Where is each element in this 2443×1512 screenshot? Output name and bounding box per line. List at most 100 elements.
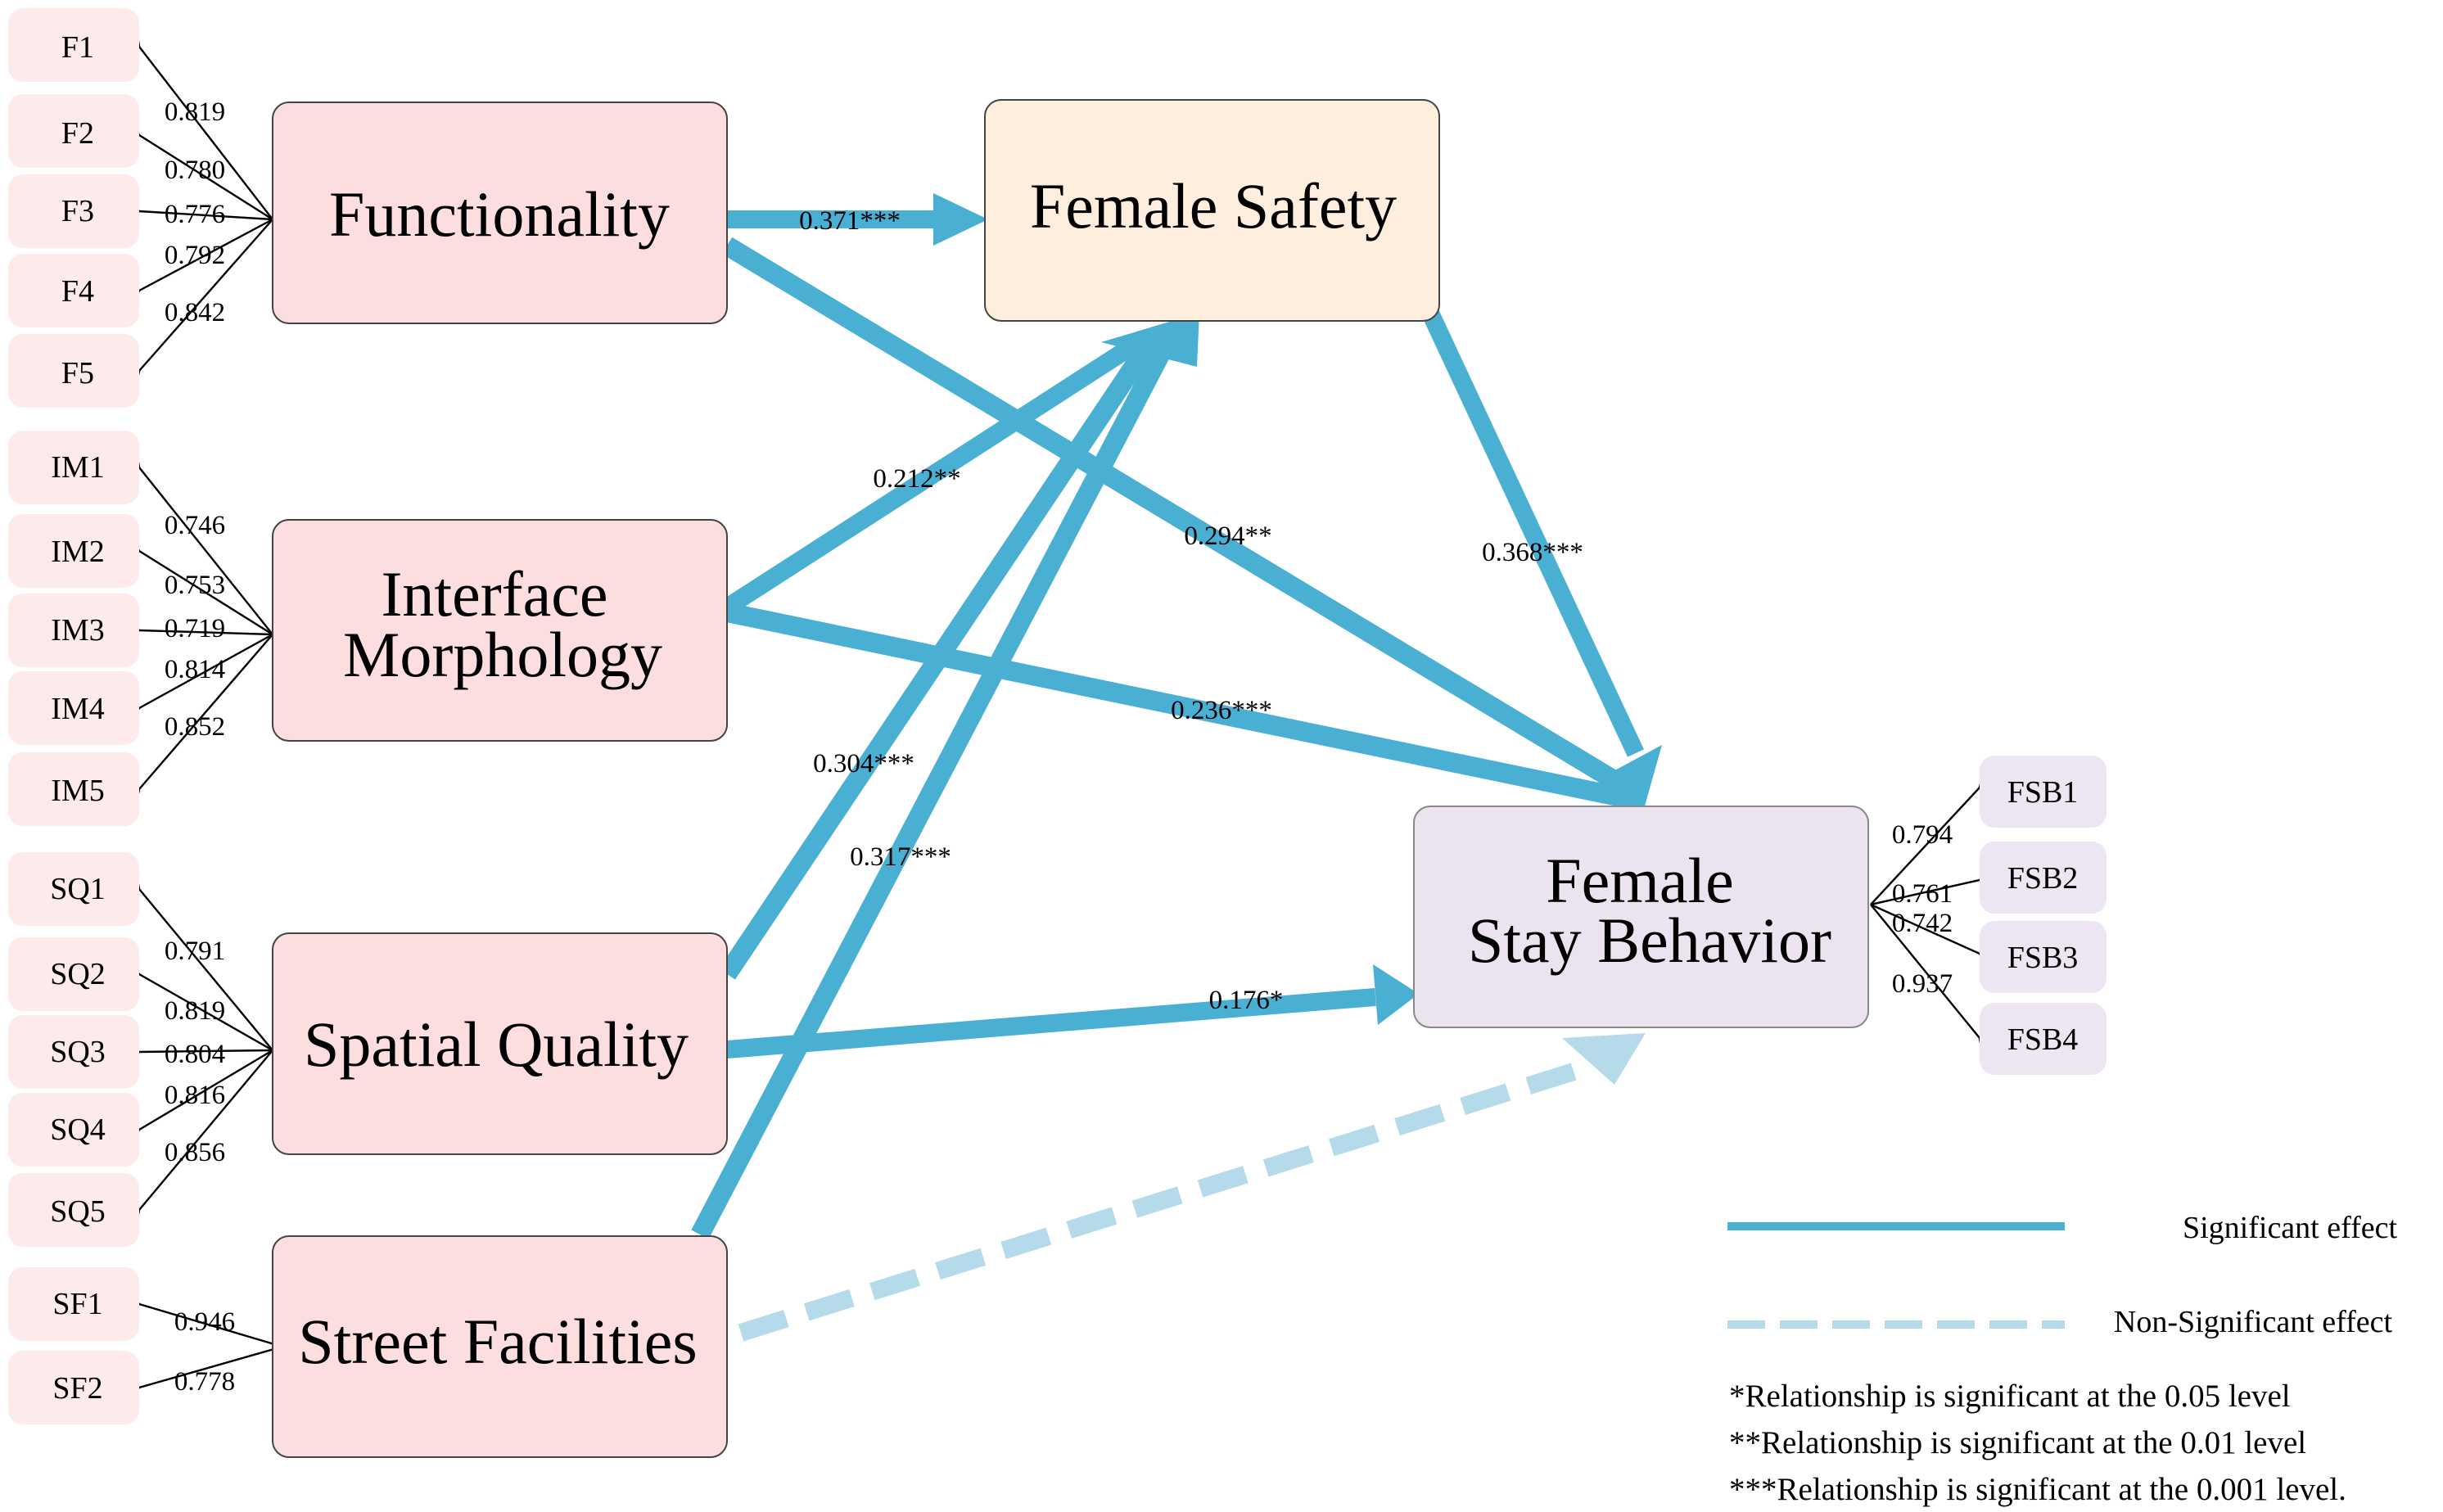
loading-value: 0.792 (165, 241, 225, 270)
construct-female-safety (984, 99, 1440, 322)
loading-arrow (139, 219, 273, 371)
indicator-label: FSB2 (2007, 861, 2079, 896)
loading-value: 0.794 (1892, 820, 1953, 850)
loading-value: 0.937 (1892, 969, 1953, 999)
indicator-box (8, 94, 139, 168)
indicator-box (8, 174, 139, 248)
indicator-label: IM3 (51, 613, 104, 648)
indicator-box (8, 514, 139, 588)
indicator-label: FSB3 (2007, 941, 2079, 975)
loading-arrow (139, 551, 273, 636)
indicator-box (8, 1267, 139, 1341)
loading-arrow (139, 467, 273, 635)
path-sf-to-behavior-arrowhead (1562, 1033, 1646, 1085)
loading-value: 0.791 (165, 937, 225, 966)
indicator-label: SF1 (52, 1287, 102, 1321)
indicator-box (8, 8, 139, 82)
loading-arrow (139, 630, 273, 634)
loading-arrow (139, 135, 273, 221)
indicator-box (8, 671, 139, 745)
indicator-label: F1 (61, 30, 94, 65)
path-to-safety-arrowhead (1101, 313, 1199, 367)
loading-arrow (139, 218, 273, 291)
loading-arrow (139, 1049, 273, 1130)
indicator-box (1980, 1003, 2107, 1075)
indicator-box (1980, 842, 2107, 914)
loading-arrow (139, 47, 273, 220)
indicators-left: F1 F2 F3 F4 F5 IM1 IM2 IM3 IM4 IM5 SQ1 S… (8, 8, 139, 1424)
loading-value: 0.742 (1892, 909, 1953, 938)
loading-arrow (1870, 903, 1980, 954)
construct-functionality (272, 102, 728, 324)
loading-value: 0.814 (165, 655, 225, 684)
indicator-box (8, 1015, 139, 1089)
construct-behavior-label-line1: Female (1546, 845, 1734, 916)
path-im-to-behavior (725, 603, 1648, 812)
coef-f-to-behavior: 0.294** (1184, 521, 1271, 551)
loading-value: 0.761 (1892, 879, 1953, 909)
indicator-label: F5 (61, 356, 94, 390)
loading-value: 0.753 (165, 571, 225, 600)
structural-paths (691, 193, 1662, 1342)
coef-im-to-behavior: 0.236*** (1171, 696, 1272, 725)
indicator-box (8, 752, 139, 826)
coef-f-to-safety: 0.371*** (799, 206, 901, 236)
path-f-to-behavior (721, 237, 1650, 807)
loading-arrow (1870, 904, 1980, 1038)
construct-spatial-quality (272, 932, 728, 1155)
construct-behavior-label-line2: Stay Behavior (1468, 905, 1831, 976)
path-sq-to-behavior-arrowhead (1373, 964, 1419, 1025)
construct-street-facilities (272, 1235, 728, 1458)
loading-values: 0.819 0.780 0.776 0.792 0.842 0.746 0.75… (165, 97, 1953, 1397)
loading-value: 0.819 (165, 996, 225, 1026)
indicator-label: SQ2 (50, 957, 106, 991)
coef-sf-to-safety: 0.317*** (850, 842, 951, 872)
loading-value: 0.746 (165, 511, 225, 540)
indicator-box (8, 334, 139, 408)
indicator-label: FSB4 (2007, 1022, 2079, 1057)
indicator-box (1980, 756, 2107, 828)
construct-safety-label: Female Safety (1030, 170, 1397, 241)
path-im-to-safety (722, 332, 1147, 616)
path-safety-to-behavior (1420, 305, 1644, 757)
indicator-label: IM5 (51, 774, 104, 808)
significance-note: *Relationship is significant at the 0.05… (1729, 1379, 2291, 1414)
coef-sq-to-behavior: 0.176* (1209, 986, 1284, 1015)
loading-arrow (1870, 880, 1980, 906)
loading-value: 0.778 (174, 1367, 235, 1397)
indicator-label: FSB1 (2007, 775, 2079, 810)
measurement-arrows (139, 47, 1980, 1388)
indicator-label: SQ1 (50, 872, 106, 906)
legend-significant-label: Significant effect (2183, 1211, 2397, 1245)
construct-spatial-label: Spatial Quality (304, 1009, 689, 1080)
loading-arrow (1870, 788, 1980, 905)
legend-non-significant-label: Non-Significant effect (2114, 1305, 2393, 1339)
loading-value: 0.776 (165, 200, 225, 229)
indicator-box (8, 1093, 139, 1167)
significance-note: ***Relationship is significant at the 0.… (1729, 1472, 2346, 1507)
indicator-box (8, 937, 139, 1011)
loading-value: 0.946 (174, 1307, 235, 1337)
path-sq-to-safety (719, 342, 1154, 980)
construct-interface-morphology (272, 519, 728, 742)
path-sq-to-behavior (726, 988, 1376, 1058)
loading-arrow (139, 1304, 283, 1348)
indicator-box (8, 431, 139, 504)
construct-female-stay-behavior (1413, 806, 1869, 1028)
coef-safety-to-behavior: 0.368*** (1482, 538, 1583, 567)
loading-arrow (139, 1049, 273, 1210)
path-sf-to-behavior (738, 1059, 1587, 1342)
indicator-label: IM2 (51, 535, 104, 569)
indicator-label: F3 (61, 194, 94, 228)
indicator-box (1980, 921, 2107, 993)
loading-arrow (139, 634, 273, 789)
loading-arrow (139, 1050, 273, 1052)
indicator-label: IM1 (51, 450, 104, 485)
loading-value: 0.780 (165, 156, 225, 185)
legend: Significant effect Non-Significant effec… (1727, 1211, 2397, 1507)
indicator-label: F4 (61, 274, 94, 309)
loading-value: 0.819 (165, 97, 225, 127)
significance-note: **Relationship is significant at the 0.0… (1729, 1425, 2306, 1460)
construct-interface-label-line1: Interface (381, 558, 607, 630)
loading-value: 0.816 (165, 1081, 225, 1110)
